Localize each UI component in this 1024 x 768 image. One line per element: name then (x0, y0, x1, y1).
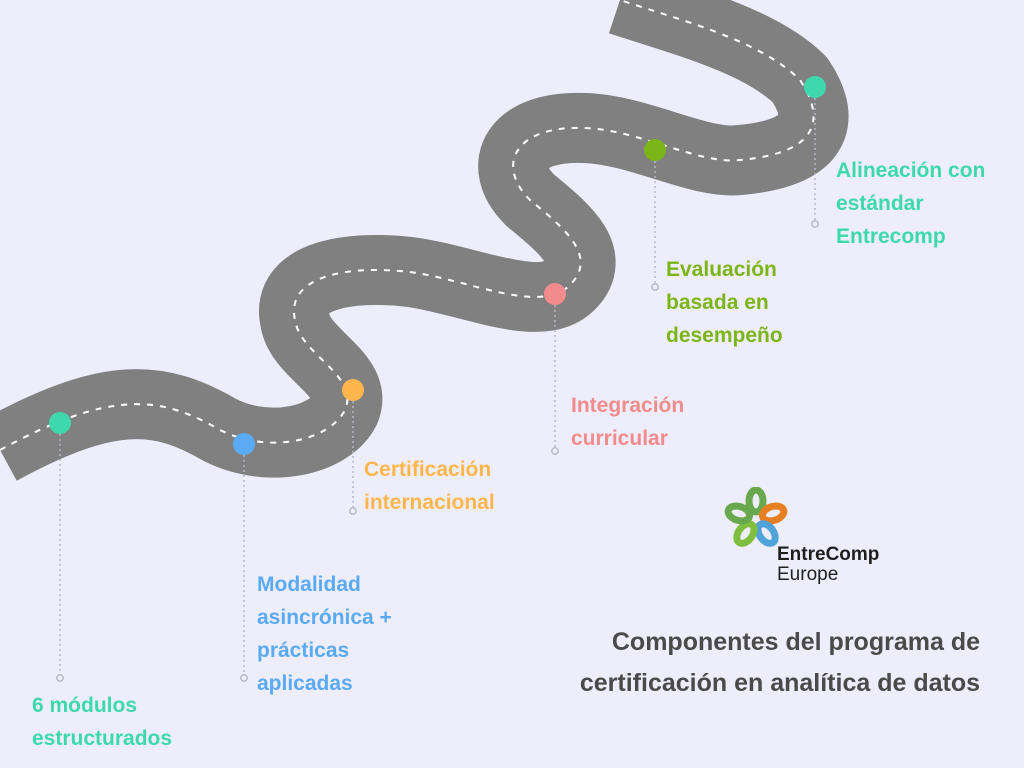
milestone-2-label-line: prácticas (257, 639, 350, 662)
page-title-line: certificación en analítica de datos (579, 669, 980, 697)
milestone-2-leader-end (240, 674, 248, 682)
milestone-2-label-line: aplicadas (257, 672, 353, 695)
logo-wordmark-top: EntreComp (777, 544, 880, 565)
milestone-2-label-line: Modalidad (257, 573, 361, 596)
milestone-3-dot (342, 379, 364, 401)
logo-petal (754, 520, 779, 547)
road-centerline (0, 0, 815, 451)
logo-wordmark-bottom: Europe (777, 564, 839, 585)
milestone-4-dot (544, 283, 566, 305)
logo-petal (733, 520, 758, 547)
milestone-1-label-line: estructurados (32, 727, 173, 750)
milestone-2-dot (233, 433, 255, 455)
milestone-5-label-line: Evaluación (666, 258, 777, 281)
milestone-3-leader-end (349, 507, 357, 515)
milestone-6-label-line: Alineación con (836, 159, 986, 182)
milestone-1-leader-end (56, 674, 64, 682)
milestone-1-dot (49, 412, 71, 434)
milestone-2-label-line: asincrónica + (257, 606, 392, 629)
milestone-4-label-line: curricular (571, 427, 668, 450)
milestone-6-label: Alineación con estándar Entrecomp (836, 154, 985, 253)
milestone-4-label-line: Integración (571, 394, 685, 417)
milestone-5-label-line: basada en (666, 291, 769, 314)
flower-logo-icon (724, 487, 788, 547)
winding-road (0, 0, 849, 481)
milestone-4-label: Integración curricular (571, 389, 684, 455)
milestone-4-leader-end (551, 447, 559, 455)
logo-petal (745, 487, 767, 516)
milestone-2-label: Modalidad asincrónica + prácticas aplica… (257, 568, 392, 700)
road-asphalt (0, 0, 849, 481)
milestone-6-leader-end (811, 220, 819, 228)
entrecomp-logo: EntreComp Europe (724, 487, 894, 587)
milestone-6-label-line: estándar (836, 192, 924, 215)
milestone-5-label-line: desempeño (666, 324, 783, 347)
milestone-3-label-line: internacional (364, 491, 495, 514)
logo-petal (758, 502, 788, 525)
page-title: Componentes del programa de certificació… (580, 622, 980, 704)
logo-petal (724, 502, 754, 525)
milestone-6-dot (804, 76, 826, 98)
milestone-3-label-line: Certificación (364, 458, 492, 481)
milestone-1-label: 6 módulos estructurados (32, 689, 172, 755)
milestone-markers (49, 76, 826, 682)
milestone-5-label: Evaluación basada en desempeño (666, 253, 783, 352)
page-title-line: Componentes del programa de (611, 628, 980, 656)
milestone-5-leader-end (651, 283, 659, 291)
milestone-1-label-line: 6 módulos (32, 694, 138, 717)
milestone-6-label-line: Entrecomp (836, 225, 946, 248)
milestone-5-dot (644, 139, 666, 161)
milestone-3-label: Certificación internacional (364, 453, 495, 519)
